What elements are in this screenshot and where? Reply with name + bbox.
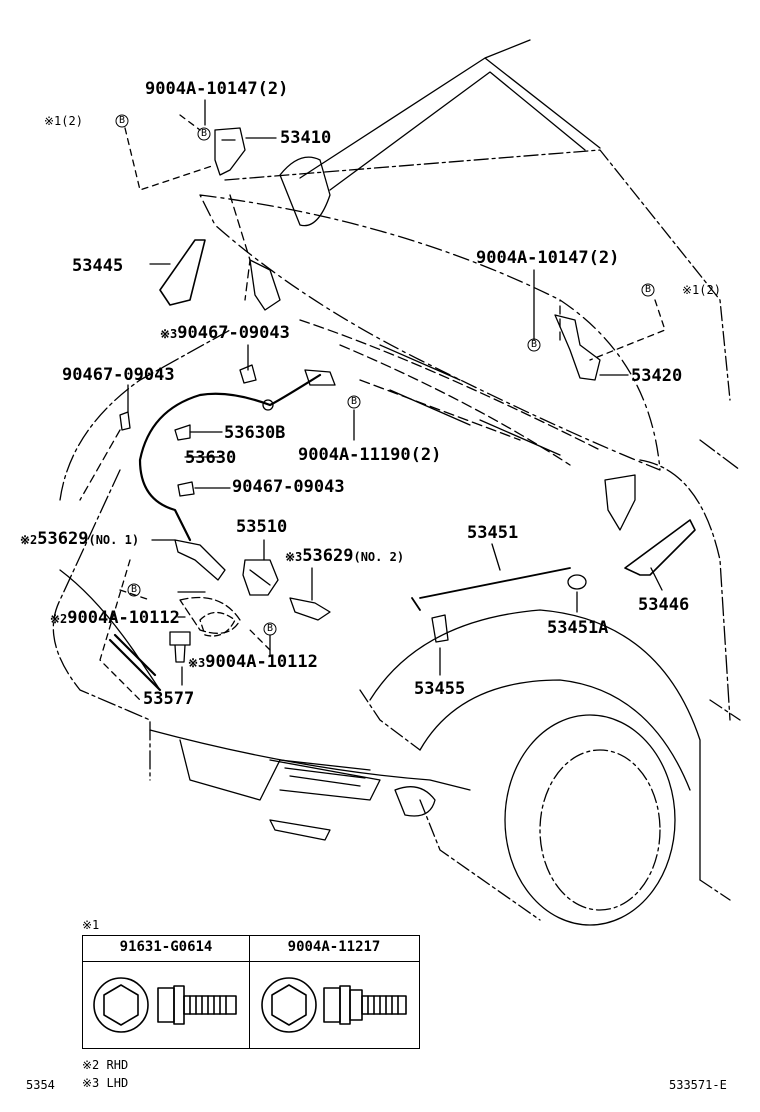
dashed-guides [79, 194, 561, 501]
wiper-opening [199, 611, 236, 637]
hinge-left [214, 127, 246, 176]
legend-bolt-91631 [93, 977, 237, 1033]
hood-lock [242, 559, 279, 596]
body-side [359, 689, 541, 921]
bolt-marker [263, 622, 277, 636]
cable-grommet [262, 399, 274, 411]
part-label[interactable]: 53420 [631, 366, 683, 386]
fog-lamp [394, 786, 436, 817]
bumper-lower [269, 819, 331, 841]
rod-holder [431, 614, 449, 643]
leader-lines [127, 99, 663, 686]
lever-no2 [289, 597, 331, 621]
bolt-marker-letter: B [531, 339, 538, 350]
windshield-frame [224, 149, 731, 401]
page-code: 5354 [26, 1078, 55, 1092]
part-label[interactable]: 53455 [414, 679, 466, 699]
legend-part-number[interactable]: 91631-G0614 [119, 939, 213, 955]
body-front-outline [52, 329, 231, 781]
hinge-right [554, 314, 601, 381]
part-label[interactable]: 53446 [638, 595, 690, 615]
bolt-marker [347, 395, 361, 409]
bolt-marker-letter: B [201, 128, 208, 139]
support-rod [411, 567, 571, 611]
part-label[interactable]: ※390467-09043 [160, 323, 290, 343]
bolt-markers [115, 114, 655, 636]
legend-bolt-9004A [261, 977, 407, 1033]
clip-53630B [174, 424, 191, 441]
bolt-marker [115, 114, 129, 128]
release-cable [138, 373, 322, 542]
part-label[interactable]: 53510 [236, 517, 288, 537]
wheel-inner [539, 749, 661, 911]
legend-mark: ※1 [82, 918, 100, 932]
bolt-marker-letter: B [119, 115, 126, 126]
part-label[interactable]: 53445 [72, 256, 124, 276]
headlamp [179, 596, 241, 634]
hood-inner [299, 319, 601, 466]
bolt-marker [127, 583, 141, 597]
bolt-marker-letter: B [351, 396, 358, 407]
mark-note-1: ※1(2) [682, 283, 721, 297]
clip-90467-low [177, 481, 195, 497]
dashed-callouts [99, 114, 666, 701]
hood-outline [199, 194, 661, 471]
note-rhd: ※2 RHD [82, 1058, 129, 1072]
body-side-rear [699, 699, 741, 901]
hood-rib [379, 344, 561, 456]
bolt-marker-letter: B [645, 284, 652, 295]
part-label[interactable]: 53410 [280, 128, 332, 148]
part-label[interactable]: 9004A-10147(2) [145, 79, 289, 99]
note-lhd: ※3 LHD [82, 1076, 129, 1090]
part-label[interactable]: 9004A-10147(2) [476, 248, 620, 268]
cushion-53577 [169, 631, 191, 663]
seal-53445 [159, 239, 206, 306]
headlamp-strip [108, 633, 162, 692]
part-label[interactable]: 53451A [547, 618, 609, 638]
legend-part-number[interactable]: 9004A-11217 [287, 939, 381, 955]
wheel-arch [369, 609, 701, 881]
legend-divider [83, 961, 419, 962]
mark-note-1: ※1(2) [44, 114, 83, 128]
fender-right [639, 439, 741, 721]
legend-table: 91631-G0614 9004A-11217 [82, 935, 420, 1049]
part-label[interactable]: ※39004A-10112 [188, 652, 318, 672]
grille-lines [279, 759, 371, 787]
clip-90467-left [119, 411, 131, 431]
part-label[interactable]: 90467-09043 [232, 477, 345, 497]
headlamp-left [59, 569, 161, 691]
windshield-outline [299, 39, 601, 191]
bolt-marker [197, 127, 211, 141]
seal-53446 [624, 519, 696, 576]
bolt-marker [527, 338, 541, 352]
cable-end-clip [304, 369, 336, 386]
part-label[interactable]: ※29004A-10112 [50, 608, 180, 628]
bolt-marker-letter: B [131, 584, 138, 595]
hinge-left-lower [249, 259, 281, 311]
legend-divider [249, 936, 250, 1048]
figure-code: 533571-E [669, 1078, 727, 1092]
latch-striker [604, 474, 636, 531]
part-label[interactable]: 53630 [185, 448, 237, 468]
part-label[interactable]: 90467-09043 [62, 365, 175, 385]
part-label[interactable]: 9004A-11190(2) [298, 445, 442, 465]
bolt-marker [641, 283, 655, 297]
part-label[interactable]: 53577 [143, 689, 195, 709]
wheel [504, 714, 676, 926]
part-label[interactable]: ※353629(NO. 2) [285, 546, 405, 566]
part-label[interactable]: 53451 [467, 523, 519, 543]
side-mirror [279, 156, 331, 227]
part-label[interactable]: 53630B [224, 423, 286, 443]
bolt-marker-letter: B [267, 623, 274, 634]
lever-no1 [174, 539, 226, 581]
part-label[interactable]: ※253629(NO. 1) [20, 529, 140, 549]
bumper-outline [149, 729, 471, 801]
rod-cap [567, 574, 587, 590]
